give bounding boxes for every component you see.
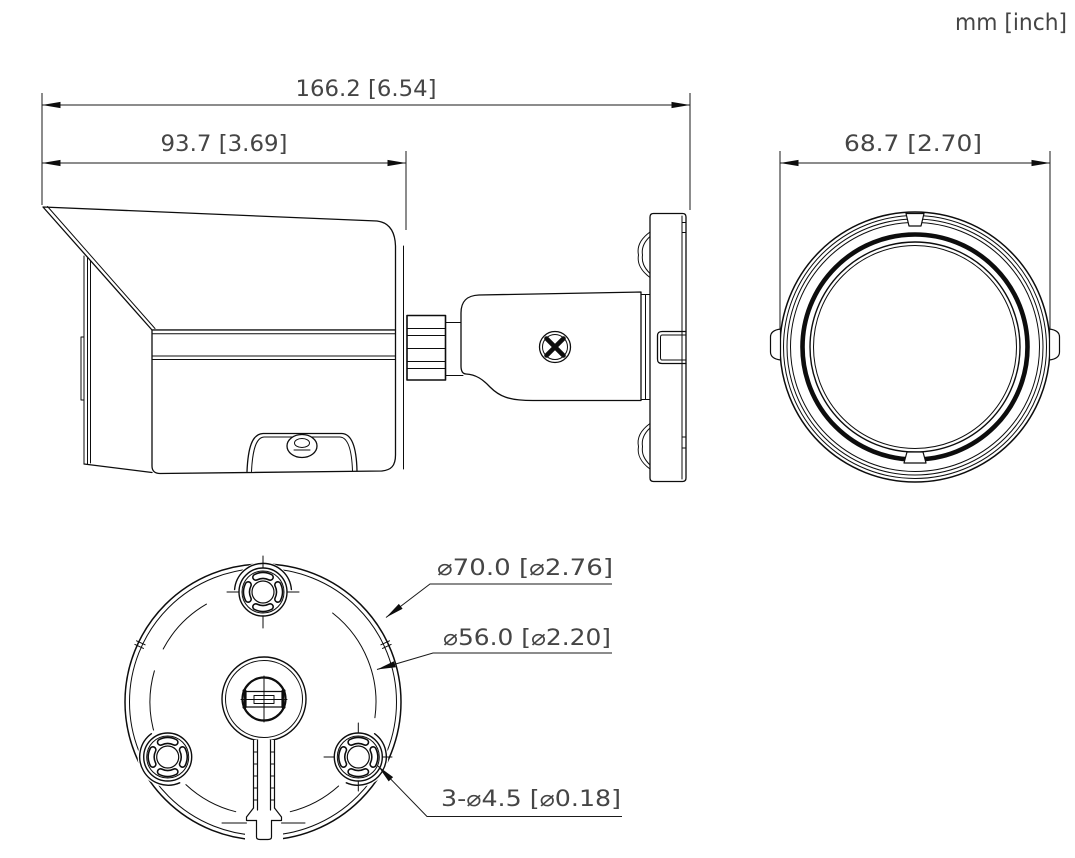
- sunshield-outline: [42, 206, 397, 331]
- hatch-screw: [286, 433, 318, 459]
- body-seam-lines: [151, 333, 396, 360]
- lens-barrel: [80, 255, 153, 474]
- base-outer-diameter-label: ⌀70.0 [⌀2.76]: [437, 556, 613, 581]
- front-right-tab: [1048, 328, 1061, 361]
- body-length-dimension-label: 93.7 [3.69]: [161, 132, 288, 157]
- ring-arm-connector: [445, 322, 464, 376]
- units-label: mm [inch]: [955, 10, 1067, 36]
- overall-length-dimension-label: 166.2 [6.54]: [296, 77, 437, 102]
- front-bottom-notch: [903, 451, 927, 464]
- screw-pod-top: [226, 555, 300, 629]
- bottom-hatch-recess: [246, 432, 358, 473]
- mounting-holes-leader: [377, 765, 622, 817]
- front-bezel-rings: [779, 211, 1051, 483]
- bolt-circle-diameter-label: ⌀56.0 [⌀2.20]: [443, 626, 611, 651]
- mounting-holes-label: 3-⌀4.5 [⌀0.18]: [441, 787, 621, 812]
- front-left-tab: [769, 328, 782, 361]
- front-diameter-extension-lines: [779, 151, 1051, 330]
- bolt-circle-diameter-leader: [376, 652, 612, 670]
- overall-length-extension-lines: [41, 93, 691, 210]
- screw-pod-lower-left: [137, 727, 198, 787]
- base-outer-diameter-leader: [385, 583, 612, 618]
- front-diameter-dimension-label: 68.7 [2.70]: [844, 132, 982, 157]
- bolt-circle-arcs: [149, 603, 377, 813]
- ring-tick-marks: [134, 640, 392, 649]
- camera-body-outline: [151, 329, 397, 475]
- arm-screw: [538, 330, 572, 364]
- mounting-base-side: [637, 212, 687, 483]
- base-knuckle: [640, 294, 651, 400]
- front-view: [769, 211, 1061, 483]
- side-view: [42, 206, 687, 483]
- base-plate: [649, 212, 687, 483]
- center-boss: [221, 656, 307, 742]
- adjustment-ring: [406, 314, 447, 381]
- cable-channel: [221, 739, 306, 844]
- bottom-view: [124, 555, 402, 844]
- dimension-annotations: 166.2 [6.54] 93.7 [3.69] 68.7 [2.70] ⌀70…: [41, 10, 1067, 817]
- lens-opening-ring: [800, 232, 1030, 462]
- front-top-notch: [905, 212, 925, 227]
- sunshield-edge-line: [47, 206, 156, 329]
